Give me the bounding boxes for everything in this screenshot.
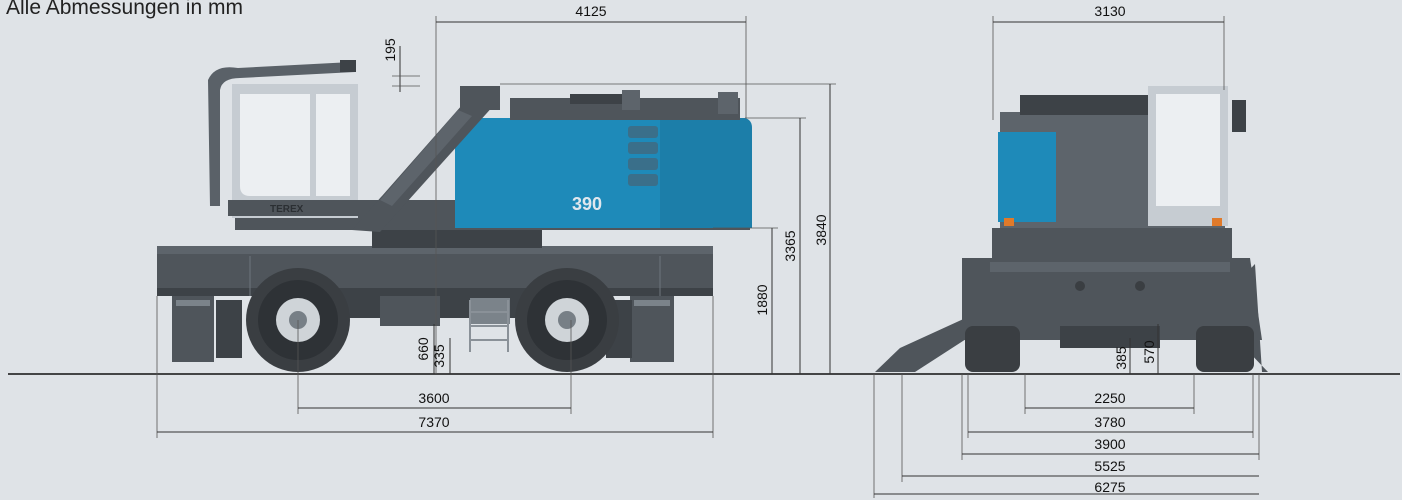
- dim-3600: 3600: [418, 390, 449, 406]
- dim-1880: 1880: [754, 284, 770, 315]
- dim-6275: 6275: [1094, 479, 1125, 495]
- dim-335: 335: [431, 344, 447, 368]
- model-badge: 390: [572, 194, 602, 214]
- side-view-dimensions: 4125 195 3840 3365 1880 660 335 3600 737…: [156, 3, 836, 438]
- dim-2250: 2250: [1094, 390, 1125, 406]
- dim-3840: 3840: [813, 214, 829, 245]
- dim-385: 385: [1113, 346, 1129, 370]
- dim-195: 195: [382, 38, 398, 62]
- dim-3780: 3780: [1094, 414, 1125, 430]
- dim-4125: 4125: [575, 3, 606, 19]
- brand-badge: TEREX: [270, 204, 304, 215]
- dim-5525: 5525: [1094, 458, 1125, 474]
- dim-660: 660: [415, 337, 431, 361]
- drawing-caption: Alle Abmessungen in mm: [6, 0, 243, 19]
- dim-7370: 7370: [418, 414, 449, 430]
- front-view-dimensions: 3130 385 570 2250 3780 3900 5525 6275: [873, 3, 1260, 498]
- dim-3130: 3130: [1094, 3, 1125, 19]
- dim-3365: 3365: [782, 230, 798, 261]
- dim-3900: 3900: [1094, 436, 1125, 452]
- side-view-machine: 390 TEREX: [157, 60, 752, 372]
- front-view-machine: [875, 86, 1268, 372]
- dim-570: 570: [1141, 340, 1157, 364]
